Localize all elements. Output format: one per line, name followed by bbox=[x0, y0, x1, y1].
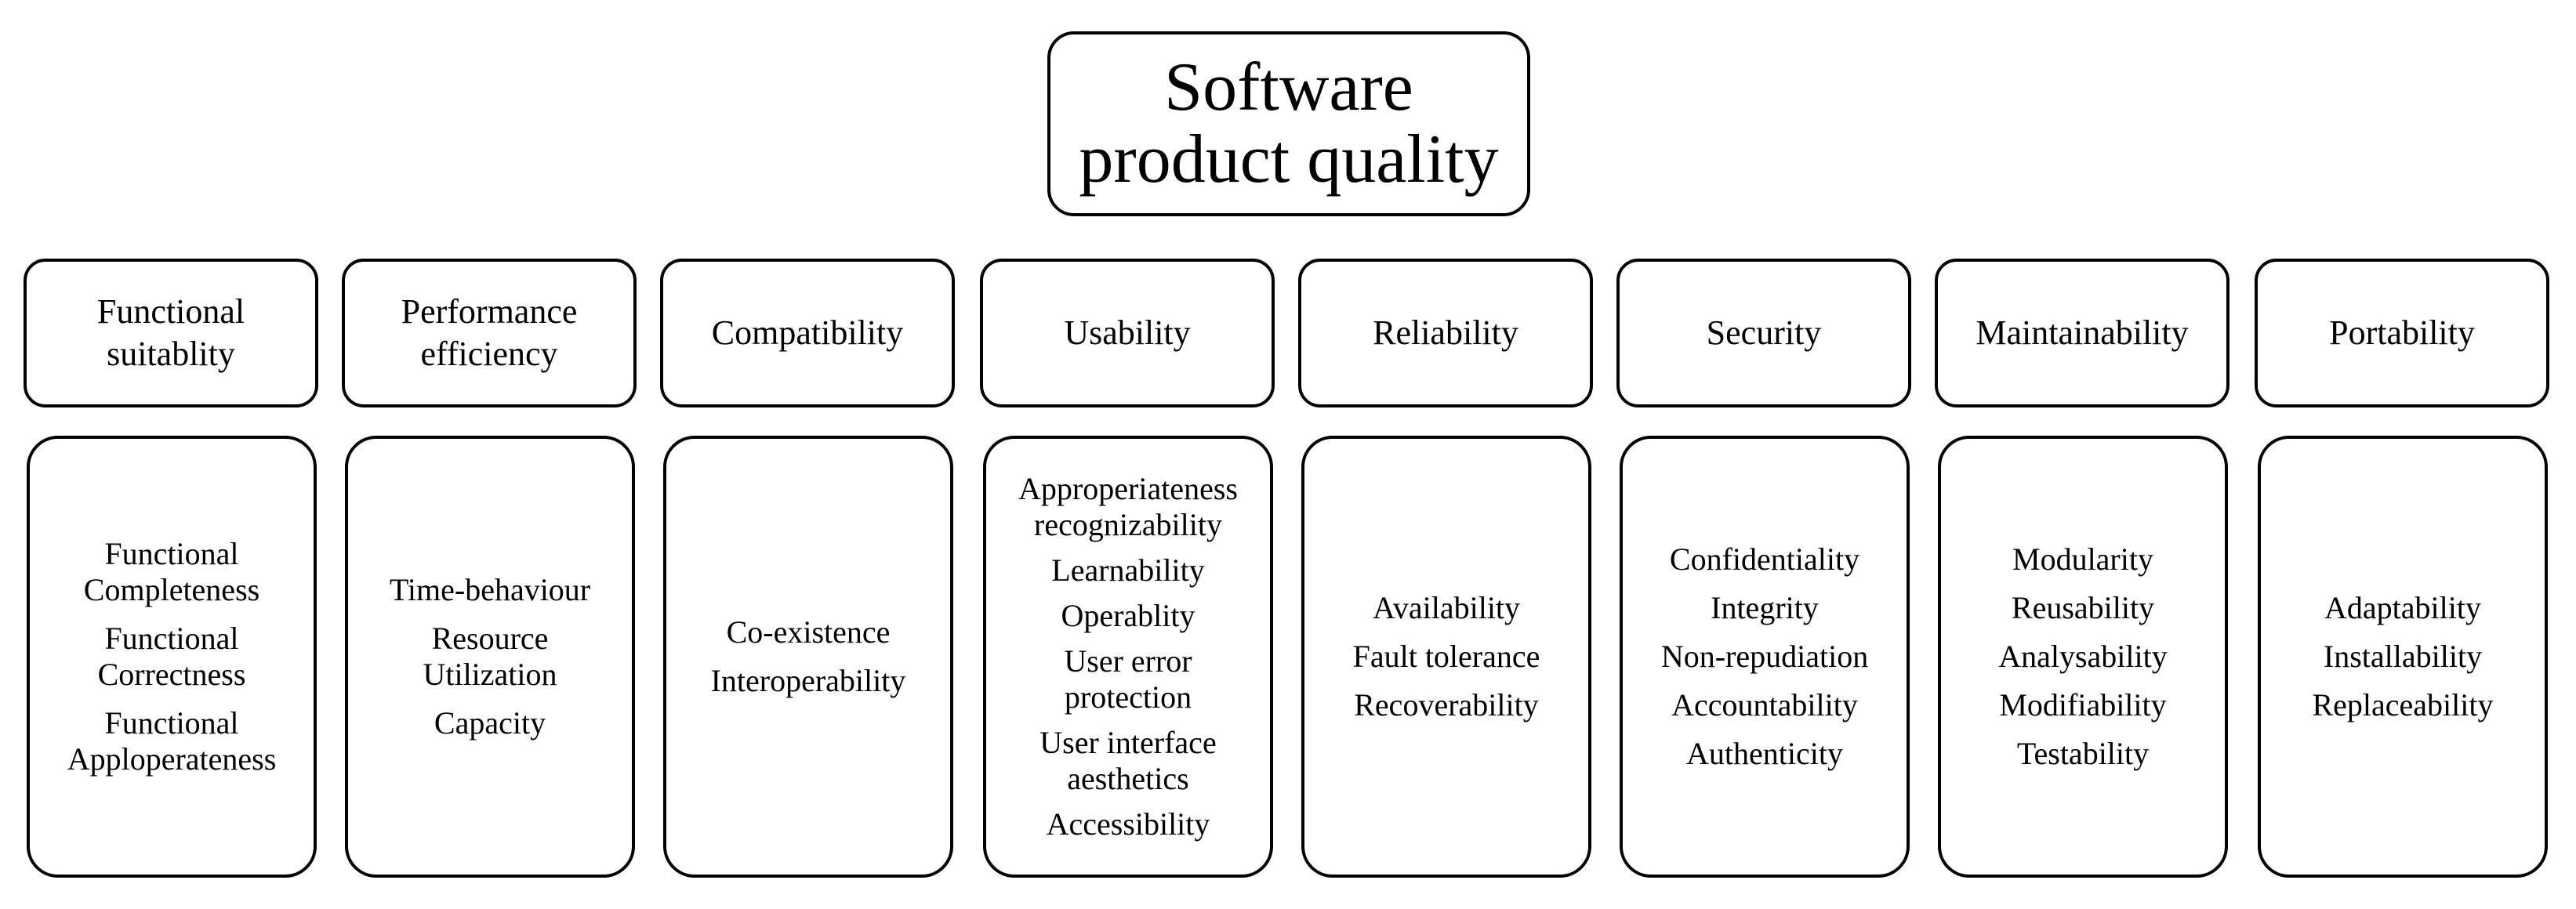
subcharacteristic-item: Functional Apploperateness bbox=[67, 705, 277, 777]
subcharacteristics-performance-efficiency: Time-behaviour Resource Utilization Capa… bbox=[345, 436, 635, 878]
subcharacteristics-functional-suitability: Functional Completeness Functional Corre… bbox=[27, 436, 317, 878]
subcharacteristic-item: Accessibility bbox=[1046, 806, 1210, 842]
subcharacteristic-list: Approperiateness recognizability Learnab… bbox=[1018, 471, 1238, 842]
subcharacteristic-item: Time-behaviour bbox=[389, 572, 591, 607]
subcharacteristic-item: Capacity bbox=[434, 705, 546, 741]
category-label: Portability bbox=[2329, 313, 2475, 352]
subcharacteristic-item: Learnability bbox=[1051, 552, 1205, 588]
subcharacteristic-item: Replaceability bbox=[2312, 687, 2494, 722]
category-reliability: Reliability bbox=[1298, 259, 1593, 407]
subcharacteristics-reliability: Availability Fault tolerance Recoverabil… bbox=[1301, 436, 1591, 878]
subcharacteristic-item: Resource Utilization bbox=[423, 621, 557, 692]
category-label: Functional suitablity bbox=[96, 292, 245, 373]
subcharacteristics-security: Confidentiality Integrity Non-repudiatio… bbox=[1620, 436, 1910, 878]
category-label: Compatibility bbox=[711, 313, 904, 352]
subcharacteristic-item: Interoperability bbox=[710, 663, 906, 698]
subcharacteristic-item: Authenticity bbox=[1686, 736, 1843, 771]
subcharacteristic-item: Analysability bbox=[1998, 639, 2168, 674]
subcharacteristic-item: User interface aesthetics bbox=[1039, 725, 1217, 796]
category-usability: Usability bbox=[980, 259, 1275, 407]
subcharacteristic-list: Functional Completeness Functional Corre… bbox=[67, 536, 277, 777]
subcharacteristic-item: Accountability bbox=[1671, 687, 1858, 722]
category-security: Security bbox=[1616, 259, 1911, 407]
subcharacteristic-item: Integrity bbox=[1711, 590, 1819, 625]
subcharacteristic-list: Modularity Reusability Analysability Mod… bbox=[1998, 541, 2168, 772]
subcharacteristic-item: Non-repudiation bbox=[1660, 639, 1869, 674]
subcharacteristic-list: Co-existence Interoperability bbox=[711, 614, 906, 699]
subcharacteristic-item: User error protection bbox=[1064, 643, 1192, 715]
category-label: Security bbox=[1706, 313, 1822, 352]
subcharacteristics-maintainability: Modularity Reusability Analysability Mod… bbox=[1938, 436, 2228, 878]
subcharacteristics-portability: Adaptability Installability Replaceabili… bbox=[2258, 436, 2548, 878]
subcharacteristic-item: Recoverability bbox=[1354, 687, 1539, 722]
subcharacteristic-item: Installability bbox=[2323, 639, 2483, 674]
subcharacteristic-item: Availability bbox=[1372, 590, 1521, 625]
subcharacteristic-list: Availability Fault tolerance Recoverabil… bbox=[1353, 590, 1540, 723]
category-label: Performance efficiency bbox=[401, 292, 578, 373]
root-node-title: Software product quality bbox=[1079, 49, 1499, 197]
category-portability: Portability bbox=[2255, 259, 2549, 407]
subcharacteristic-item: Fault tolerance bbox=[1352, 639, 1540, 674]
category-maintainability: Maintainability bbox=[1935, 259, 2230, 407]
root-node-box: Software product quality bbox=[1047, 31, 1530, 216]
subcharacteristic-item: Reusability bbox=[2011, 590, 2155, 625]
subcharacteristic-item: Modifiability bbox=[1999, 687, 2167, 722]
category-label: Reliability bbox=[1373, 313, 1518, 352]
subcharacteristic-list: Time-behaviour Resource Utilization Capa… bbox=[390, 572, 590, 741]
subcharacteristic-item: Operablity bbox=[1061, 598, 1195, 633]
subcharacteristic-item: Functional Correctness bbox=[97, 621, 246, 692]
subcharacteristic-item: Confidentiality bbox=[1669, 541, 1860, 577]
subcharacteristic-item: Co-existence bbox=[726, 614, 891, 650]
category-compatibility: Compatibility bbox=[660, 259, 955, 407]
subcharacteristic-item: Modularity bbox=[2012, 541, 2153, 577]
category-label: Maintainability bbox=[1976, 313, 2189, 352]
subcharacteristic-list: Confidentiality Integrity Non-repudiatio… bbox=[1661, 541, 1868, 772]
category-performance-efficiency: Performance efficiency bbox=[342, 259, 637, 407]
subcharacteristic-list: Adaptability Installability Replaceabili… bbox=[2312, 590, 2493, 723]
subcharacteristic-item: Functional Completeness bbox=[83, 536, 260, 607]
category-functional-suitability: Functional suitablity bbox=[24, 259, 318, 407]
subcharacteristic-item: Adaptability bbox=[2324, 590, 2481, 625]
subcharacteristic-item: Testability bbox=[2016, 736, 2150, 771]
subcharacteristic-item: Approperiateness recognizability bbox=[1018, 471, 1238, 542]
subcharacteristics-compatibility: Co-existence Interoperability bbox=[663, 436, 953, 878]
subcharacteristics-usability: Approperiateness recognizability Learnab… bbox=[983, 436, 1273, 878]
category-label: Usability bbox=[1064, 313, 1191, 352]
